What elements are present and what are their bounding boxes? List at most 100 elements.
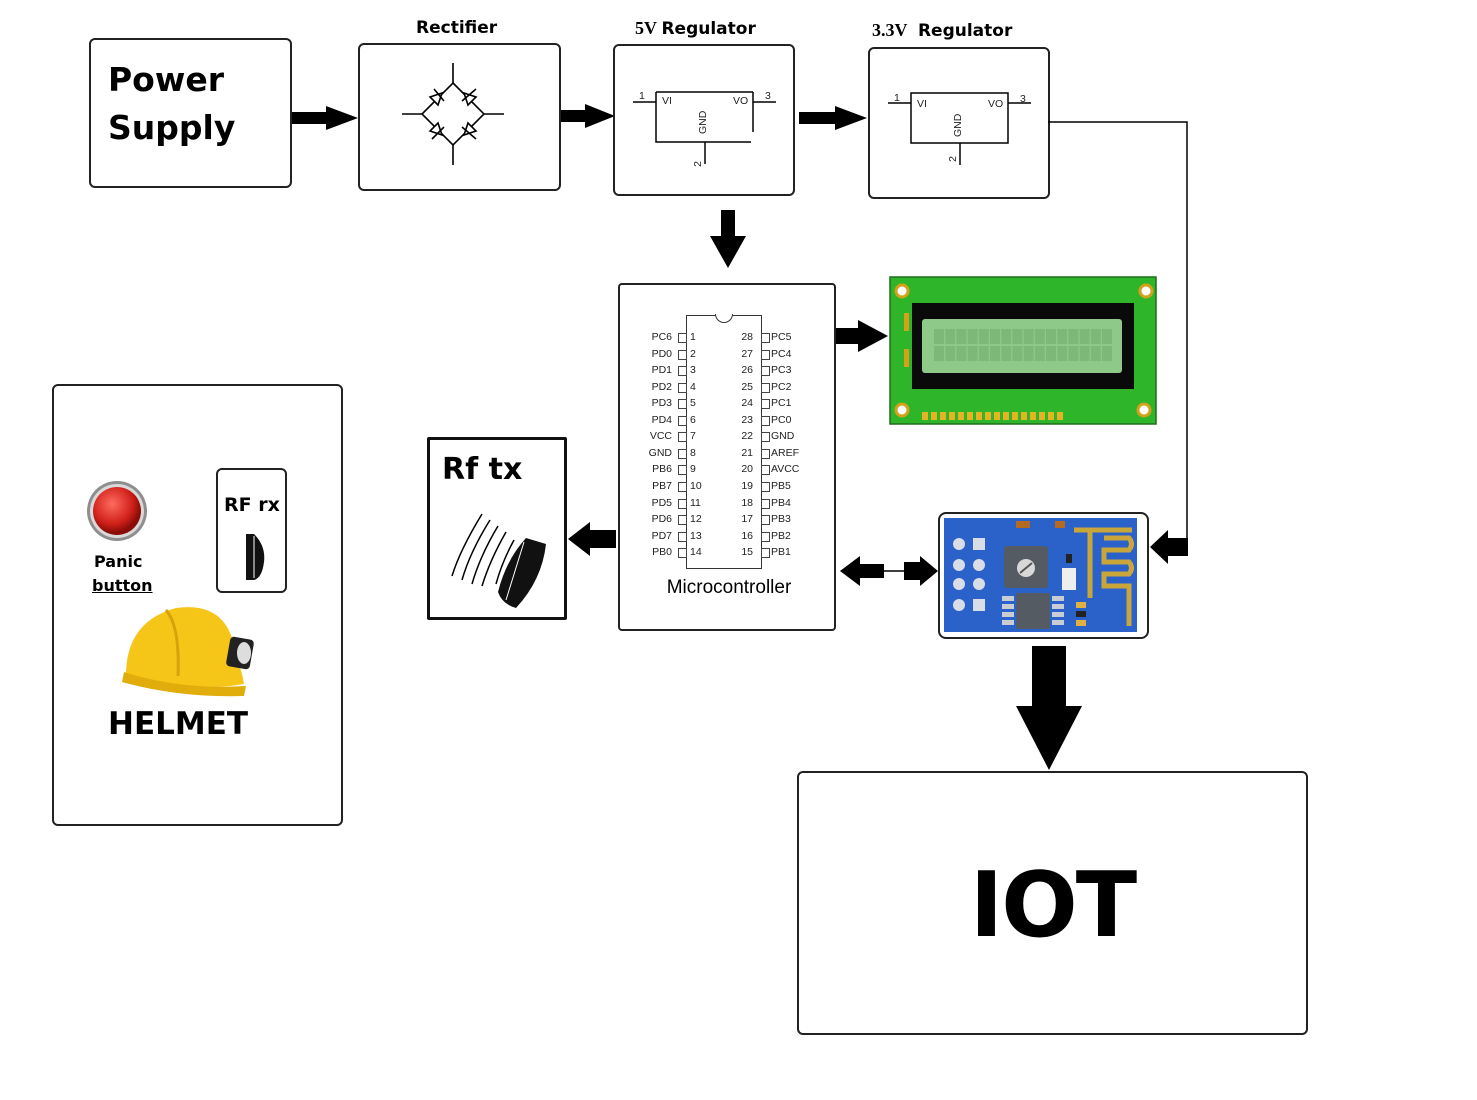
- mcu-pin-name-left: PC6: [651, 331, 672, 343]
- rf-tx-block: Rf tx: [427, 437, 567, 620]
- lcd-char-cell: [1023, 346, 1034, 361]
- regulator-5v-block: 1 VI VO 3 GND 2: [613, 44, 795, 196]
- mcu-pin-pad: [761, 399, 770, 410]
- reg33-vo: VO: [988, 98, 1004, 110]
- regulator-5v-prefix: 5V: [635, 18, 657, 38]
- mcu-pin-name-right: PB2: [771, 529, 791, 542]
- lcd-char-cell: [1046, 329, 1056, 344]
- mcu-pin-pad: [678, 465, 687, 476]
- panic-label-line2: button: [92, 576, 153, 595]
- mcu-pin-number-left: 10: [690, 479, 702, 492]
- panic-button-icon[interactable]: [86, 480, 150, 544]
- mcu-pin-number-left: 12: [690, 513, 702, 526]
- arrow-5v-to-3v3: [799, 106, 867, 130]
- lcd-char-cell: [956, 329, 967, 344]
- lcd-char-cell: [1102, 329, 1112, 344]
- mcu-pin-name-left: VCC: [649, 430, 672, 443]
- lcd-char-cell: [967, 329, 978, 344]
- power-supply-label-line1: Power: [108, 60, 224, 99]
- reg33-vi: VI: [917, 98, 927, 110]
- lcd-header-pin: [1048, 412, 1054, 420]
- mcu-pin-pad: [761, 498, 770, 509]
- mcu-pin-pad: [761, 448, 770, 459]
- wifi-module-block: [938, 512, 1149, 639]
- panic-label-line1: Panic: [94, 552, 143, 571]
- lcd-header-pin: [985, 412, 991, 420]
- mcu-pin-name-right: PC4: [771, 347, 792, 360]
- mcu-pin-name-left: PD1: [651, 364, 672, 377]
- mcu-pin-pad: [678, 415, 687, 426]
- mcu-pin-pad: [678, 333, 687, 343]
- lcd-char-cell: [967, 346, 978, 361]
- ic-notch: [715, 314, 733, 323]
- mcu-pin-name-right: PC0: [771, 413, 792, 426]
- rectifier-block: [358, 43, 561, 191]
- regulator-3v3-prefix: 3.3V: [872, 20, 908, 40]
- mcu-pin-pad: [678, 366, 687, 377]
- regulator-3v3-title: 3.3V Regulator: [872, 20, 1012, 41]
- lcd-char-cell: [945, 346, 956, 361]
- mcu-pin-pad: [678, 498, 687, 509]
- microcontroller-label: Microcontroller: [666, 577, 792, 598]
- mcu-pin-number-left: 5: [690, 397, 696, 410]
- lcd-header-pin: [931, 412, 937, 420]
- regulator-3v3-label: Regulator: [917, 21, 1013, 41]
- mcu-pin-number-left: 4: [690, 380, 696, 393]
- lcd-header-pin: [1003, 412, 1009, 420]
- lcd-char-cell: [934, 329, 944, 344]
- rf-tx-label: Rf tx: [442, 452, 523, 487]
- rf-rx-block: RF rx: [216, 468, 287, 593]
- regulator-5v-symbol: [633, 91, 776, 164]
- mcu-pin-number-left: 6: [690, 413, 696, 426]
- lcd-char-cell: [934, 346, 944, 361]
- mcu-pin-name-right: PC3: [771, 364, 792, 377]
- mcu-pin-pad: [678, 531, 687, 542]
- mcu-pin-name-right: PB3: [771, 513, 791, 526]
- reg33-pin1: 1: [894, 92, 900, 104]
- mcu-pin-number-left: 8: [690, 446, 696, 459]
- iot-label: IOT: [969, 853, 1137, 958]
- lcd-header-pin: [949, 412, 955, 420]
- lcd-char-cell: [990, 346, 1000, 361]
- mcu-pin-pad: [678, 548, 687, 559]
- lcd-char-cell: [1012, 329, 1023, 344]
- reg33-gnd: GND: [952, 113, 964, 137]
- mcu-pin-name-right: GND: [771, 430, 795, 443]
- lcd-char-cell: [945, 329, 956, 344]
- reg5-vi: VI: [662, 95, 672, 107]
- mcu-pin-name-left: PD2: [651, 380, 672, 393]
- lcd-header-pin: [1021, 412, 1027, 420]
- mcu-pin-number-right: 25: [741, 380, 753, 393]
- reg5-pin3: 3: [765, 90, 771, 102]
- reg5-vo: VO: [733, 95, 749, 107]
- mcu-pin-name-right: PB4: [771, 496, 791, 509]
- regulator-5v-title: 5V Regulator: [635, 18, 756, 39]
- bridge-rectifier-icon: [402, 63, 504, 165]
- mcu-pin-pad: [678, 481, 687, 492]
- mcu-pin-number-left: 1: [690, 331, 696, 343]
- mcu-pin-name-left: PB6: [652, 463, 672, 476]
- mcu-pin-number-right: 28: [741, 331, 753, 343]
- lcd-char-cell: [1057, 346, 1068, 361]
- mcu-pin-name-left: GND: [648, 446, 672, 459]
- lcd-char-cell: [1079, 329, 1090, 344]
- mcu-pin-number-right: 26: [741, 364, 753, 377]
- mcu-pin-pad: [678, 349, 687, 360]
- lcd-header-pin: [976, 412, 982, 420]
- arrow-rectifier-to-5v: [561, 104, 615, 128]
- mcu-pin-number-left: 9: [690, 463, 696, 476]
- mcu-pin-number-right: 16: [741, 529, 753, 542]
- power-supply-block: Power Supply: [89, 38, 292, 188]
- lcd-char-cell: [1090, 329, 1101, 344]
- lcd-char-cell: [978, 329, 989, 344]
- arrow-bidirectional-mcu-wifi: [840, 556, 938, 586]
- reg5-gnd: GND: [697, 110, 709, 134]
- regulator-3v3-block: 1 VI VO 3 GND 2: [868, 47, 1050, 199]
- mcu-pin-number-right: 23: [741, 413, 753, 426]
- mcu-pin-number-right: 22: [741, 430, 753, 443]
- lcd-char-cell: [1023, 329, 1034, 344]
- lcd-char-cell: [978, 346, 989, 361]
- esp8266-module-icon: [944, 518, 1137, 632]
- mcu-pin-pad: [761, 366, 770, 377]
- lcd-char-cell: [1068, 346, 1079, 361]
